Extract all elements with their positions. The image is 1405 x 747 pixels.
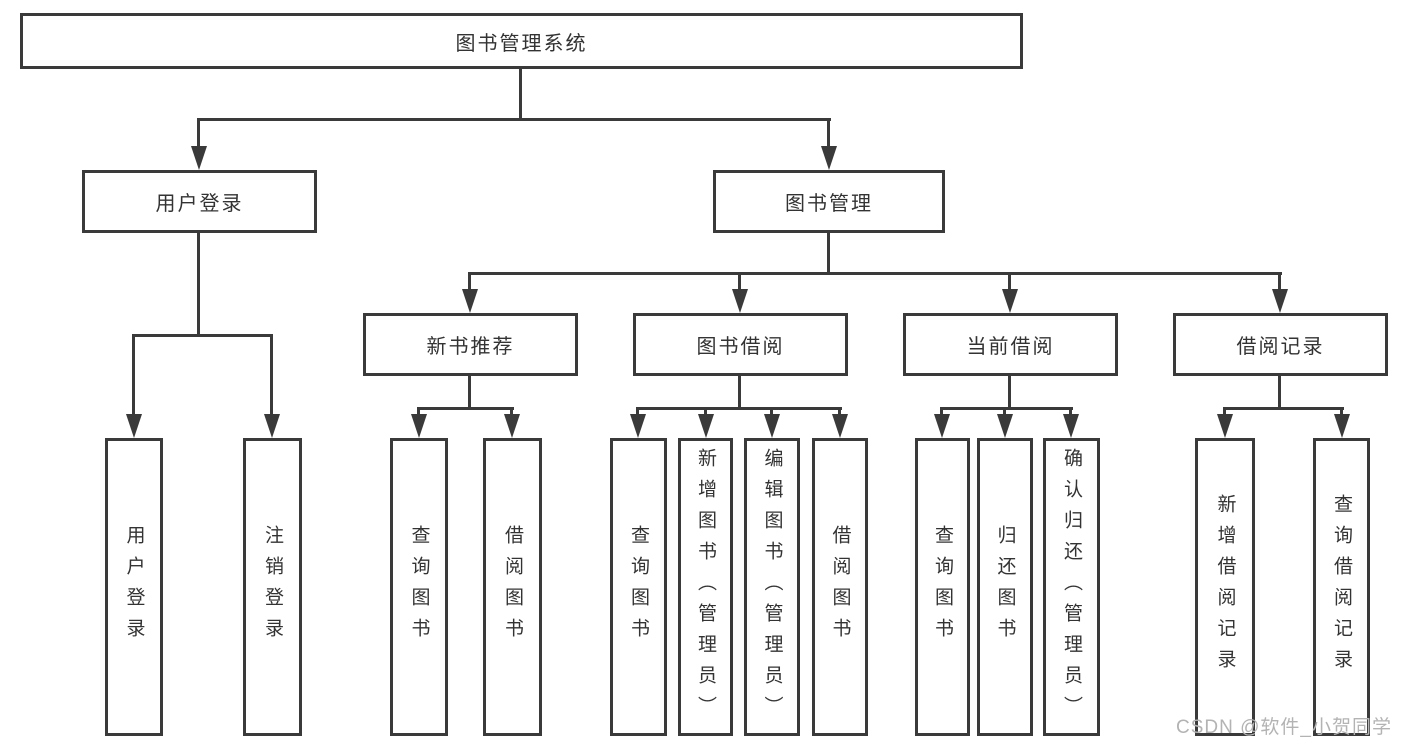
connector-line <box>519 69 522 120</box>
node-user-login: 用户登录 <box>82 170 317 233</box>
arrow-down-icon <box>264 414 280 438</box>
connector-line <box>510 407 513 415</box>
leaf-query-books-current: 查询图书 <box>915 438 970 736</box>
node-label: 当前借阅 <box>966 336 1055 358</box>
node-new-book-recommendation: 新书推荐 <box>363 313 578 376</box>
arrow-down-icon <box>934 414 950 438</box>
leaf-query-books-recommend: 查询图书 <box>390 438 448 736</box>
arrow-down-icon <box>1334 414 1350 438</box>
arrow-down-icon <box>698 414 714 438</box>
node-label: 图书管理系统 <box>455 32 588 55</box>
connector-line <box>940 407 943 415</box>
connector-line <box>940 407 1073 410</box>
connector-line <box>468 272 1282 275</box>
arrow-down-icon <box>997 414 1013 438</box>
arrow-down-icon <box>191 146 207 170</box>
connector-line <box>770 407 773 415</box>
arrow-down-icon <box>764 414 780 438</box>
leaf-label: 借阅图书 <box>502 525 523 649</box>
connector-line <box>1003 407 1006 415</box>
connector-line <box>1223 407 1344 410</box>
leaf-label: 用户登录 <box>123 525 145 649</box>
node-root-library-management-system: 图书管理系统 <box>20 13 1023 69</box>
arrow-down-icon <box>832 414 848 438</box>
node-label: 用户登录 <box>155 193 244 215</box>
connector-line <box>1278 272 1281 289</box>
connector-line <box>1340 407 1343 415</box>
connector-line <box>417 407 420 415</box>
connector-line <box>1008 272 1011 289</box>
connector-line <box>1069 407 1072 415</box>
connector-line <box>738 272 741 289</box>
leaf-label: 查询图书 <box>932 525 953 649</box>
node-label: 图书管理 <box>785 193 873 215</box>
arrow-down-icon <box>1272 289 1288 313</box>
leaf-add-borrow-record: 新增借阅记录 <box>1195 438 1255 736</box>
leaf-label: 查询图书 <box>408 525 430 649</box>
arrow-down-icon <box>462 289 478 313</box>
leaf-query-borrow-record: 查询借阅记录 <box>1313 438 1370 736</box>
connector-line <box>1223 407 1226 415</box>
connector-line <box>704 407 707 415</box>
connector-line <box>1278 376 1281 410</box>
leaf-label: 新增借阅记录 <box>1214 494 1236 680</box>
leaf-label: 借阅图书 <box>829 525 851 649</box>
connector-line <box>636 407 842 410</box>
arrow-down-icon <box>630 414 646 438</box>
arrow-down-icon <box>821 146 837 170</box>
leaf-query-books-borrowing: 查询图书 <box>610 438 667 736</box>
node-current-borrowing: 当前借阅 <box>903 313 1118 376</box>
leaf-borrow-books-recommend: 借阅图书 <box>483 438 542 736</box>
csdn-watermark: CSDN @软件_小贺同学 <box>1176 717 1392 738</box>
leaf-label: 归还图书 <box>994 525 1016 649</box>
leaf-label: 新增图书（管理员） <box>695 447 716 727</box>
leaf-logout: 注销登录 <box>243 438 302 736</box>
arrow-down-icon <box>1063 414 1079 438</box>
connector-line <box>468 376 471 410</box>
connector-line <box>827 118 830 146</box>
leaf-confirm-return-admin: 确认归还（管理员） <box>1043 438 1100 736</box>
connector-line <box>738 376 741 410</box>
connector-line <box>132 334 135 414</box>
connector-line <box>197 118 200 146</box>
leaf-edit-books-admin: 编辑图书（管理员） <box>744 438 800 736</box>
connector-line <box>827 233 830 275</box>
leaf-label: 查询图书 <box>628 525 649 649</box>
connector-line <box>197 233 200 337</box>
connector-line <box>198 118 831 121</box>
connector-line <box>636 407 639 415</box>
leaf-borrow-books-borrowing: 借阅图书 <box>812 438 868 736</box>
connector-line <box>417 407 514 410</box>
leaf-user-login: 用户登录 <box>105 438 163 736</box>
leaf-add-books-admin: 新增图书（管理员） <box>678 438 733 736</box>
connector-line <box>468 272 471 289</box>
node-book-borrowing: 图书借阅 <box>633 313 848 376</box>
arrow-down-icon <box>126 414 142 438</box>
leaf-label: 查询借阅记录 <box>1331 494 1352 680</box>
node-label: 图书借阅 <box>696 336 785 358</box>
leaf-label: 注销登录 <box>262 525 283 649</box>
leaf-label: 编辑图书（管理员） <box>761 447 783 727</box>
leaf-return-books: 归还图书 <box>977 438 1033 736</box>
connector-line <box>132 334 273 337</box>
leaf-label: 确认归还（管理员） <box>1061 447 1082 727</box>
connector-line <box>1008 376 1011 410</box>
arrow-down-icon <box>732 289 748 313</box>
node-book-management: 图书管理 <box>713 170 945 233</box>
arrow-down-icon <box>504 414 520 438</box>
arrow-down-icon <box>411 414 427 438</box>
arrow-down-icon <box>1002 289 1018 313</box>
connector-line <box>270 334 273 414</box>
arrow-down-icon <box>1217 414 1233 438</box>
node-borrowing-records: 借阅记录 <box>1173 313 1388 376</box>
node-label: 借阅记录 <box>1236 336 1325 358</box>
node-label: 新书推荐 <box>426 336 515 358</box>
connector-line <box>838 407 841 415</box>
